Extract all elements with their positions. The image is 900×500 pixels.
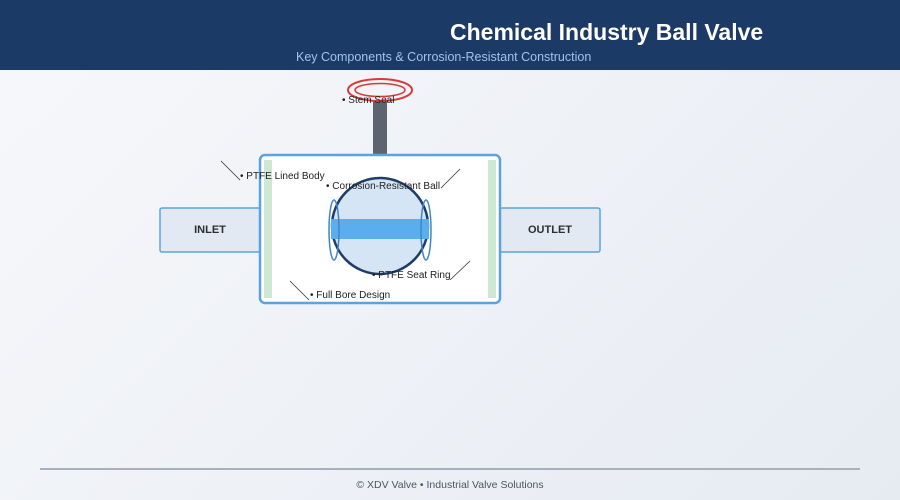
leader-full-bore	[289, 280, 310, 301]
footer-divider	[40, 468, 860, 470]
header-bar	[0, 0, 900, 70]
leader-corrosion-ball	[440, 168, 461, 189]
valve-bore	[331, 219, 429, 239]
callout-stem-seal: • Stem Seal	[342, 95, 395, 106]
seat-ring-left	[328, 199, 340, 261]
ptfe-liner-left	[264, 160, 272, 298]
callout-ptfe-lined-body: • PTFE Lined Body	[240, 171, 325, 182]
page-subtitle: Key Components & Corrosion-Resistant Con…	[296, 50, 592, 64]
leader-ptfe-lined-body	[220, 160, 241, 181]
footer-text: © XDV Valve • Industrial Valve Solutions	[356, 479, 544, 491]
leader-seat-ring	[449, 260, 471, 281]
outlet-label: OUTLET	[528, 224, 572, 236]
page-title: Chemical Industry Ball Valve	[450, 19, 764, 45]
seat-ring-right	[420, 199, 432, 261]
handwheel-inner	[354, 82, 406, 98]
handwheel-outer	[347, 78, 413, 102]
valve-stem	[373, 100, 387, 156]
inlet-label: INLET	[194, 224, 226, 236]
ptfe-liner-right	[488, 160, 496, 298]
callout-ptfe-seat-ring: • PTFE Seat Ring	[372, 270, 451, 281]
callout-corrosion-resistant-ball: • Corrosion-Resistant Ball	[326, 181, 441, 192]
callout-full-bore-design: • Full Bore Design	[310, 290, 391, 301]
